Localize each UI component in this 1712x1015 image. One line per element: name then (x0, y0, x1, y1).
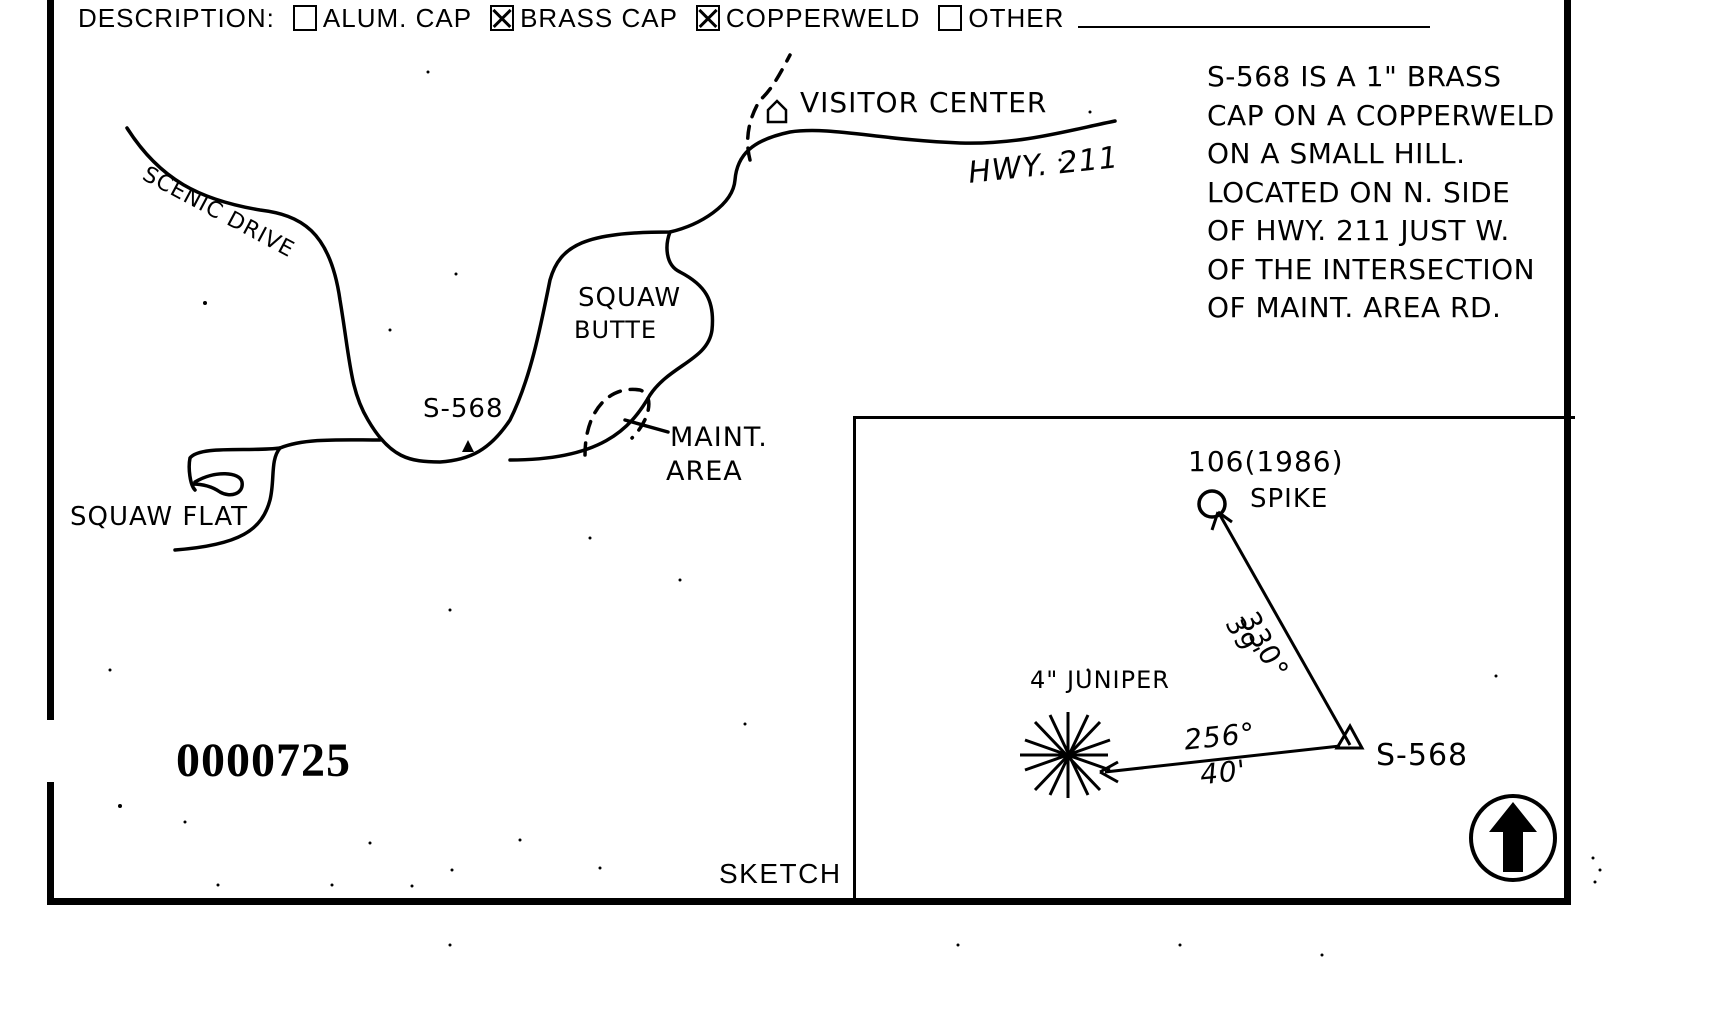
note-line: OF THE INTERSECTION (1207, 252, 1536, 286)
station-triangle-inset-icon (1334, 722, 1365, 750)
maint-area-label-line2: AREA (666, 456, 743, 487)
other-checkbox[interactable] (938, 5, 963, 31)
squaw-flat-loop (173, 446, 282, 552)
description-row: DESCRIPTION: ALUM. CAP BRASS CAP COPPERW… (78, 0, 1431, 36)
copperweld-label: COPPERWELD (725, 2, 921, 33)
north-arrow-icon (1469, 794, 1557, 882)
serial-number: 0000725 (176, 734, 351, 787)
alum-cap-label: ALUM. CAP (322, 2, 473, 33)
survey-sheet-frame (47, 0, 1571, 905)
alum-cap-checkbox[interactable] (292, 5, 317, 31)
sketch-label: SKETCH (719, 858, 842, 889)
note-line: OF HWY. 211 JUST W. (1207, 214, 1510, 247)
frame-notch (40, 720, 60, 782)
bearing-line-to-spike (1218, 514, 1352, 746)
squaw-flat-label: SQUAW FLAT (70, 502, 249, 532)
maint-road (508, 230, 715, 462)
note-line: LOCATED ON N. SIDE (1207, 175, 1511, 209)
other-label: OTHER (968, 2, 1065, 33)
squaw-butte-label-line2: BUTTE (574, 316, 658, 344)
station-map-label: S-568 (423, 394, 504, 424)
station-inset-label: S-568 (1376, 738, 1469, 773)
bearing-line-to-juniper (1104, 744, 1341, 774)
distance-to-juniper-label: 40' (1198, 753, 1248, 792)
maint-area-boundary (583, 387, 651, 457)
brass-cap-label: BRASS CAP (520, 2, 678, 33)
scan-specks (108, 70, 1602, 957)
visitor-center-house-icon (766, 99, 788, 124)
scenic-drive-road (125, 119, 1117, 464)
station-triangle-icon (462, 440, 474, 452)
spike-circle-icon (1197, 489, 1227, 519)
station-description-note: S-568 IS A 1" BRASS CAP ON A COPPERWELD … (1207, 58, 1555, 328)
juniper-tree-icon (1020, 712, 1111, 798)
visitor-center-spur (745, 53, 792, 162)
reference-inset-box (853, 416, 1575, 904)
maint-area-label-line1: MAINT. (670, 422, 768, 453)
note-line: ON A SMALL HILL. (1207, 137, 1466, 170)
brass-cap-checkbox[interactable] (490, 5, 515, 31)
spike-label: SPIKE (1250, 484, 1329, 514)
note-line: S-568 IS A 1" BRASS (1207, 60, 1502, 93)
copperweld-checkbox[interactable] (695, 5, 720, 31)
description-label: DESCRIPTION: (78, 2, 275, 33)
spike-id-label: 106(1986) (1188, 445, 1344, 478)
maint-leader (623, 418, 670, 434)
other-write-in-line[interactable] (1078, 8, 1431, 28)
squaw-butte-label-line1: SQUAW (578, 283, 682, 313)
juniper-label: 4" JUNIPER (1030, 666, 1170, 694)
note-line: OF MAINT. AREA RD. (1207, 291, 1502, 324)
note-line: CAP ON A COPPERWELD (1207, 98, 1555, 132)
squaw-flat-road (278, 438, 382, 450)
visitor-center-label: VISITOR CENTER (800, 86, 1048, 119)
